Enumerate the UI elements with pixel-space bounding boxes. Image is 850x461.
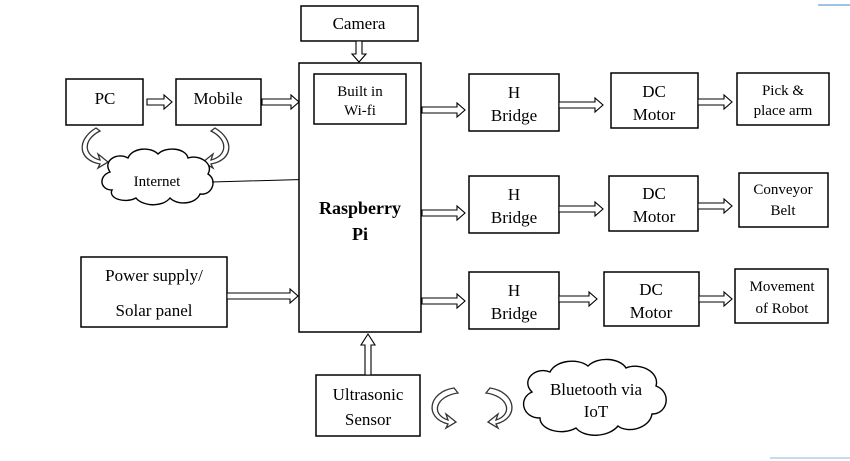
pi-to-hbridge2-arrow	[421, 204, 466, 222]
output3-label-line2: of Robot	[756, 301, 810, 317]
dc-motor-block-2: DC Motor	[608, 175, 699, 232]
pick-place-arm-block: Pick & place arm	[736, 72, 830, 126]
power-to-pi-arrow	[226, 287, 299, 305]
motor1-label-line1: DC	[642, 82, 666, 101]
raspberry-label-line1: Raspberry	[319, 198, 401, 218]
motor1-label-line2: Motor	[633, 105, 676, 124]
internet-label: Internet	[134, 174, 181, 190]
left-curved-arrow-icon	[81, 127, 110, 170]
power-supply-block: Power supply/ Solar panel	[80, 256, 228, 328]
power-label-line1: Power supply/	[105, 266, 203, 285]
camera-to-pi-arrow	[350, 40, 368, 63]
motor2-to-output2-arrow	[697, 197, 733, 215]
hbridge-block-1: H Bridge	[468, 73, 560, 132]
wifi-label-line1: Built in	[337, 84, 383, 100]
mobile-label: Mobile	[193, 89, 242, 108]
internet-cloud: Internet	[101, 148, 214, 206]
output2-label-line1: Conveyor	[753, 182, 812, 198]
pc-label: PC	[95, 89, 116, 108]
mobile-block: Mobile	[175, 78, 262, 126]
hbridge3-to-motor3-arrow	[558, 290, 598, 308]
dc-motor-block-3: DC Motor	[603, 271, 700, 327]
motor3-label-line1: DC	[639, 280, 663, 299]
motor3-to-output3-arrow	[698, 290, 733, 308]
conveyor-belt-block: Conveyor Belt	[738, 172, 829, 228]
motor2-label-line1: DC	[642, 184, 666, 203]
bluetooth-label-line1: Bluetooth via	[550, 380, 643, 399]
hbridge2-label-line2: Bridge	[491, 208, 537, 227]
bluetooth-cloud: Bluetooth via IoT	[522, 358, 667, 436]
pi-to-hbridge1-arrow	[421, 101, 466, 119]
ultrasonic-label-line2: Sensor	[345, 410, 392, 429]
raspberry-label-line2: Pi	[352, 224, 368, 244]
output1-label-line2: place arm	[754, 103, 813, 119]
hbridge3-label-line1: H	[508, 281, 520, 300]
hbridge2-to-motor2-arrow	[558, 200, 604, 218]
hbridge3-label-line2: Bridge	[491, 304, 537, 323]
camera-label: Camera	[333, 14, 386, 33]
camera-block: Camera	[300, 5, 419, 42]
hbridge2-label-line1: H	[508, 185, 520, 204]
wifi-block: Built in Wi-fi	[313, 73, 407, 125]
ultrasonic-sensor-block: Ultrasonic Sensor	[315, 374, 421, 437]
bluetooth-label-line2: IoT	[584, 402, 609, 421]
motor2-label-line2: Motor	[633, 207, 676, 226]
motor1-to-output1-arrow	[697, 93, 733, 111]
movement-of-robot-block: Movement of Robot	[734, 268, 829, 324]
pc-block: PC	[65, 78, 144, 126]
hbridge1-to-motor1-arrow	[558, 96, 604, 114]
power-label-line2: Solar panel	[116, 301, 193, 320]
ultrasonic-to-pi-arrow	[359, 332, 377, 376]
bluetooth-curved-arrow-icon	[484, 387, 513, 430]
mobile-to-pi-arrow	[261, 93, 300, 111]
dc-motor-block-1: DC Motor	[610, 72, 699, 129]
sensor-curved-arrow-icon	[431, 387, 460, 430]
motor3-label-line2: Motor	[630, 303, 673, 322]
pi-to-hbridge3-arrow	[421, 292, 466, 310]
output3-label-line1: Movement	[750, 279, 816, 295]
output2-label-line2: Belt	[771, 203, 797, 219]
hbridge1-label-line1: H	[508, 83, 520, 102]
hbridge-block-2: H Bridge	[468, 175, 560, 234]
right-curved-arrow-icon	[201, 127, 230, 170]
pc-to-mobile-arrow	[146, 93, 173, 111]
hbridge1-label-line2: Bridge	[491, 106, 537, 125]
ultrasonic-label-line1: Ultrasonic	[333, 385, 404, 404]
output1-label-line1: Pick &	[762, 83, 804, 99]
hbridge-block-3: H Bridge	[468, 271, 560, 330]
wifi-label-line2: Wi-fi	[344, 103, 376, 119]
